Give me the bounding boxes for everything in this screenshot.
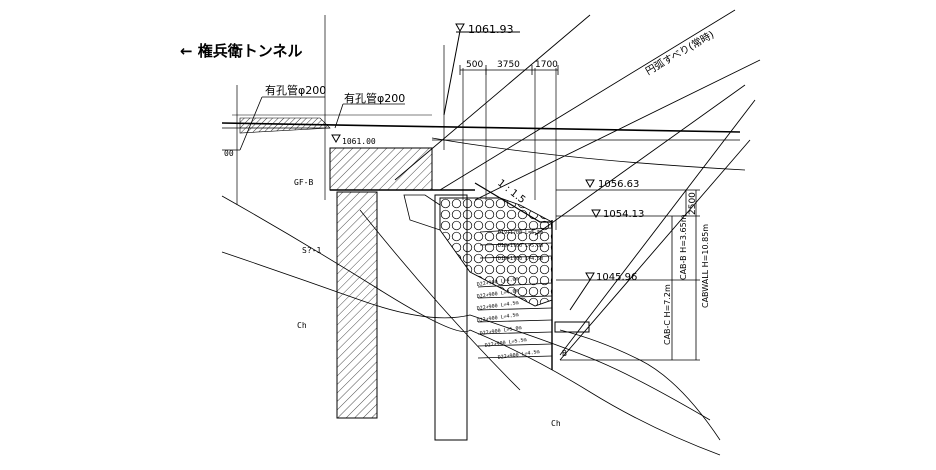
elevation-top-label: 1061.93 [468,23,514,36]
anchor-lower-label-4: D22+900 L=4.5m [476,312,519,324]
label-b: B [562,349,567,358]
pipe-leaders [222,96,405,151]
cellular-fill [439,197,553,307]
layer-s-label: S?-1 [302,246,321,255]
anchor-lower-label-3: D22+900 L=4.5m [476,300,519,312]
layer-gfb-label: GF-B [294,178,313,187]
layer-ch-left-label: Ch [297,321,307,330]
dim-3750-label: 3750 [497,60,520,70]
elevation-road-label: 1061.00 [342,137,376,146]
cab-c-label: CAB-C H=7.2m [663,284,672,345]
cabwall-label: CABWALL H=10.85m [701,224,710,308]
ground-lines [221,195,721,456]
road-slab [329,147,433,191]
elevation-marker-icons [331,23,601,311]
dim-2500-label: 2500 [688,192,698,215]
anchor-lower-label-5: D22+900 L=5.0m [479,325,522,337]
layer-ch-bottom-label: Ch [551,419,561,428]
elevation-low-label: 1045.96 [596,272,637,283]
pipe-label-2: 有孔管φ200 [344,91,405,105]
direction-label: ← 権兵衛トンネル [180,42,303,60]
dim-500-label: 500 [466,60,483,70]
edge-label: 00 [224,149,234,158]
dim-1700-label: 1700 [535,60,558,70]
pipe-label-1: 有孔管φ200 [265,83,326,97]
cab-b-label: CAB-B H=3.65m [679,214,688,280]
anchor-upper-label-1: D19+1700 L=5.5m [498,230,543,236]
anchor-lower-label-2: D22+900 L=4.0m [476,288,519,300]
pile-left [336,191,378,419]
slope-face [474,182,552,223]
pile-center [434,194,468,441]
elevation-bench-label: 1056.63 [598,179,639,190]
road-surface [221,114,746,171]
anchor-lower-label-7: D22+900 L=4.5m [497,349,540,361]
right-dimension-lines [556,189,700,361]
anchor-upper-label-2: D19+1700 L=5.0m [498,243,543,249]
slip-circle-label: 円弧すべり(常時) [643,28,716,78]
top-dimension-bar [459,65,559,75]
anchor-lower-label-6: D22+900 L=5.5m [484,337,527,349]
anchor-lower-label-1: D22+900 L=4.0m [476,276,519,288]
elevation-mid-label: 1054.13 [603,209,644,220]
anchor-group [477,227,553,359]
reference-verticals [236,15,557,230]
wall-cap [554,321,590,333]
anchor-upper-label-3: D19+1700 L=4.5m [498,256,543,262]
